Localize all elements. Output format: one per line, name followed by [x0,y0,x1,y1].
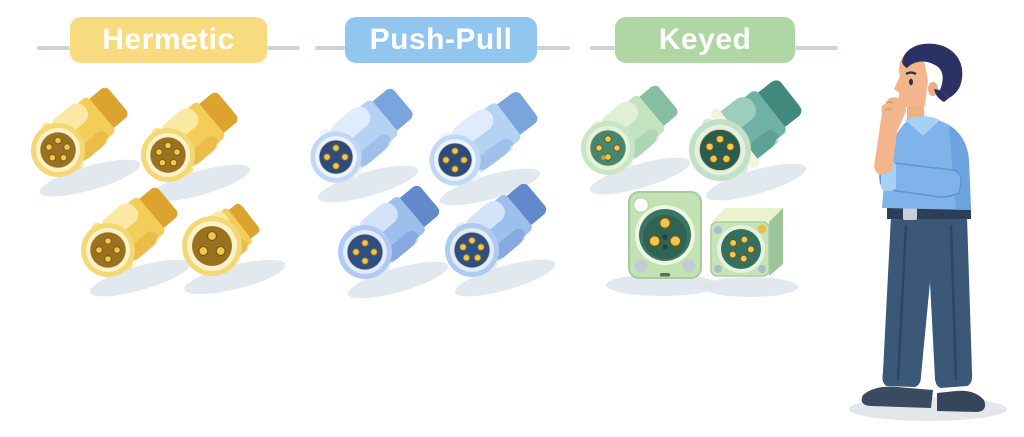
screw [634,259,648,273]
keyed-connector-3 [606,191,718,296]
man-eye [909,78,913,86]
divider-line [795,46,838,50]
category-pill-keyed: Keyed [615,17,795,63]
keyed-connector-2 [688,66,813,208]
man-eyebrow [905,71,917,75]
divider-line [315,46,345,50]
category-pill-pushpull: Push-Pull [345,17,537,63]
divider-line [590,46,615,50]
man-shoe-left [861,386,933,408]
screw [757,224,767,234]
mount-hole [632,196,650,214]
category-label-keyed: Keyed [658,23,752,56]
keyed-connector-1 [581,74,694,202]
hermetic-connector-1 [31,76,144,204]
keyed-connector-4 [702,208,798,297]
man-shoe-right [937,390,986,412]
category-pill-hermetic: Hermetic [70,17,267,63]
screw [714,226,722,234]
man-hair [902,43,963,98]
category-label-pushpull: Push-Pull [369,23,513,56]
screw [758,265,766,273]
divider-line [537,46,570,50]
screw [682,259,696,273]
keyway-dot [601,155,606,160]
thinking-man-figure [849,43,1007,421]
category-label-hermetic: Hermetic [102,23,235,56]
man-pants [882,216,973,388]
pushpull-connector-1 [310,77,423,210]
man-folded-arm [879,161,962,198]
screw [714,265,722,273]
hermetic-connector-4 [181,193,289,302]
divider-line [37,46,70,50]
man-arm-hand [874,97,906,175]
man-collar [905,116,940,136]
divider-line [267,46,300,50]
